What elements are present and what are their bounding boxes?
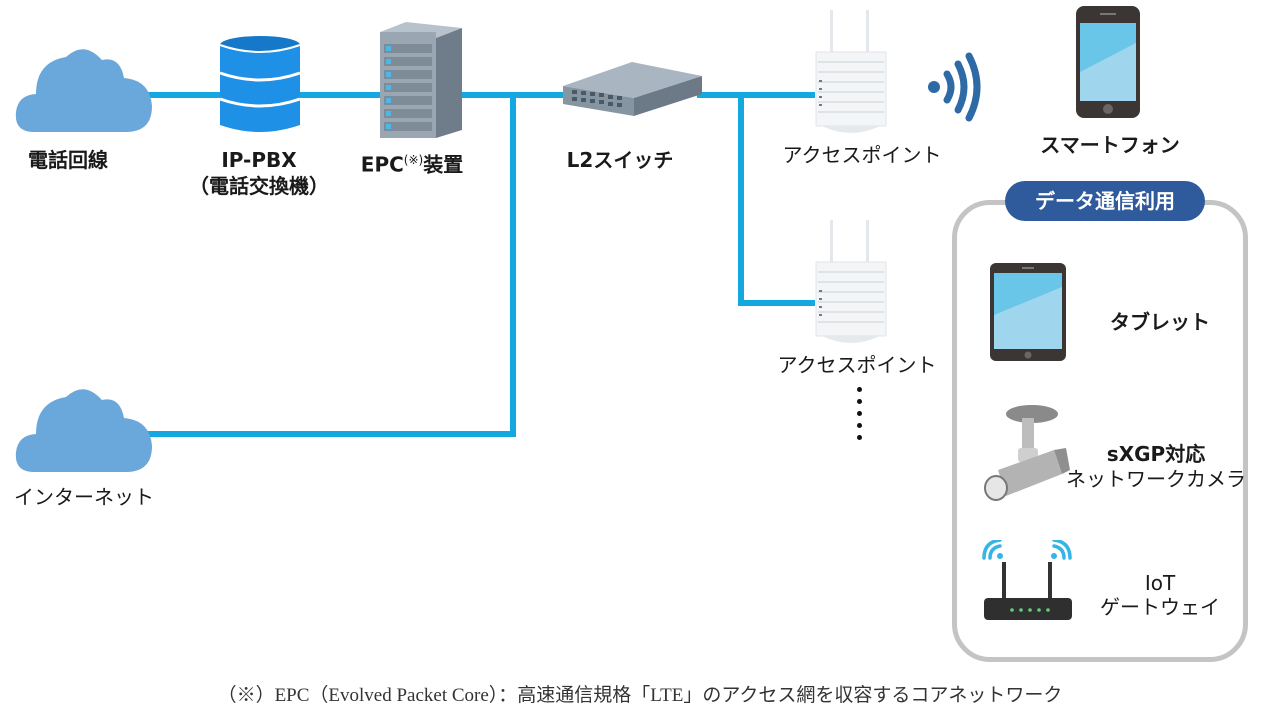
label-epc: EPC(※)装置 xyxy=(361,147,463,178)
security-camera-icon xyxy=(984,405,1070,501)
wireless-signal-icon xyxy=(928,52,981,122)
label-iot-2: ゲートウェイ xyxy=(1100,595,1220,619)
label-ap-1: アクセスポイント xyxy=(782,143,942,167)
label-ip-pbx-sub: （電話交換機） xyxy=(189,174,329,198)
database-icon xyxy=(219,36,301,132)
label-l2-switch: L2スイッチ xyxy=(566,148,674,172)
cloud-icon xyxy=(15,389,153,472)
label-camera-1: sXGP対応 xyxy=(1106,442,1206,466)
label-epc-name: EPC xyxy=(360,152,404,177)
link-internet-epc xyxy=(147,92,516,437)
label-camera-2: ネットワークカメラ xyxy=(1066,467,1246,491)
label-smartphone: スマートフォン xyxy=(1040,133,1180,157)
label-epc-note: (※) xyxy=(403,153,424,167)
access-point-icon xyxy=(815,10,887,133)
label-tablet: タブレット xyxy=(1110,310,1210,334)
label-internet: インターネット xyxy=(14,485,154,509)
link-switch-ap2 xyxy=(738,92,815,306)
cloud-icon xyxy=(15,49,153,132)
iot-gateway-icon xyxy=(982,540,1072,620)
label-iot-1: IoT xyxy=(1144,571,1176,595)
label-phone-line: 電話回線 xyxy=(28,148,108,172)
label-ap-2: アクセスポイント xyxy=(777,353,937,377)
label-epc-suffix: 装置 xyxy=(423,152,464,177)
tablet-icon xyxy=(990,263,1066,361)
ellipsis-more-access-points xyxy=(857,387,863,447)
access-point-icon xyxy=(815,220,887,343)
data-usage-group-title: データ通信利用 xyxy=(1005,181,1205,221)
network-switch-icon xyxy=(563,62,702,116)
server-rack-icon xyxy=(380,22,462,138)
footnote-epc: （※）EPC（Evolved Packet Core）：高速通信規格「LTE」の… xyxy=(217,685,1063,706)
smartphone-icon xyxy=(1076,6,1140,118)
label-ip-pbx: IP-PBX xyxy=(221,148,297,172)
